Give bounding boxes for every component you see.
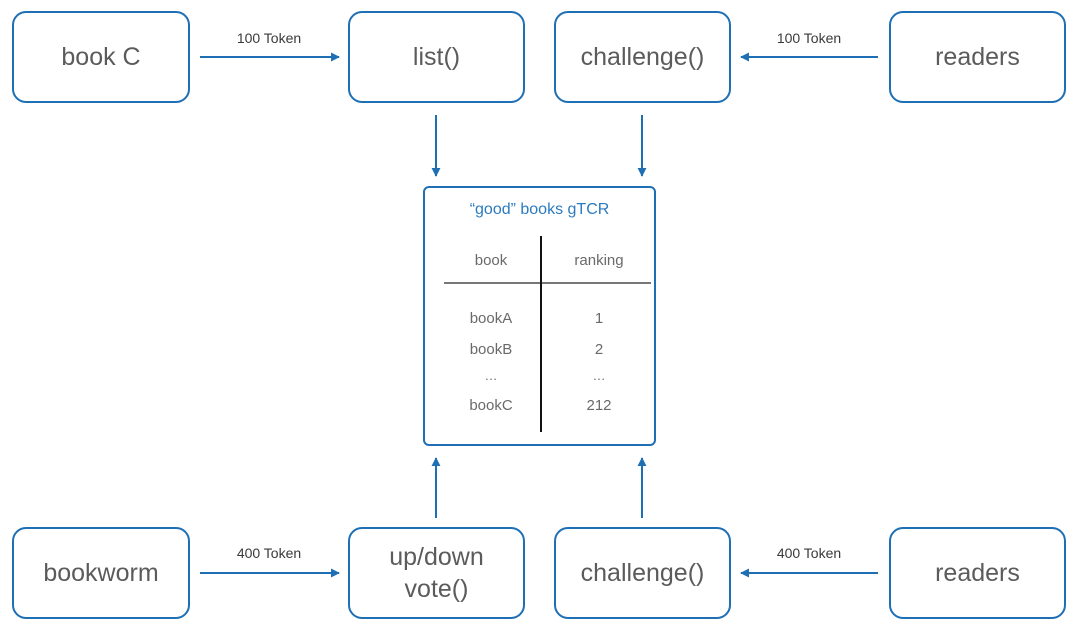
table-cell-book: bookB xyxy=(469,341,513,358)
table-cell-ranking-ellipsis: … xyxy=(592,368,606,383)
edge-label-book-c-to-list: 100 Token xyxy=(236,30,302,46)
table-cell-book-ellipsis: … xyxy=(484,368,498,383)
header-divider xyxy=(444,282,651,284)
edge-label-bookworm-to-vote: 400 Token xyxy=(236,545,302,561)
column-header-ranking: ranking xyxy=(574,252,624,269)
node-list: list() xyxy=(348,11,525,103)
table-cell-ranking: 2 xyxy=(594,341,604,358)
node-readers-top: readers xyxy=(889,11,1066,103)
registry-title: “good” books gTCR xyxy=(469,201,610,218)
node-challenge-top: challenge() xyxy=(554,11,731,103)
edge-label-readers-to-challenge-bottom: 400 Token xyxy=(776,545,842,561)
table-cell-book: bookA xyxy=(469,310,513,327)
column-divider xyxy=(540,236,542,432)
edge-label-readers-to-challenge-top: 100 Token xyxy=(776,30,842,46)
table-cell-ranking: 1 xyxy=(594,310,604,327)
node-bookworm: bookworm xyxy=(12,527,190,619)
registry-box: “good” books gTCR book ranking bookA 1 b… xyxy=(423,186,656,446)
node-vote: up/down vote() xyxy=(348,527,525,619)
table-cell-book: bookC xyxy=(469,397,513,414)
node-challenge-bottom: challenge() xyxy=(554,527,731,619)
table-cell-ranking: 212 xyxy=(586,397,612,414)
node-readers-bottom: readers xyxy=(889,527,1066,619)
column-header-book: book xyxy=(474,252,508,269)
node-book-c: book C xyxy=(12,11,190,103)
